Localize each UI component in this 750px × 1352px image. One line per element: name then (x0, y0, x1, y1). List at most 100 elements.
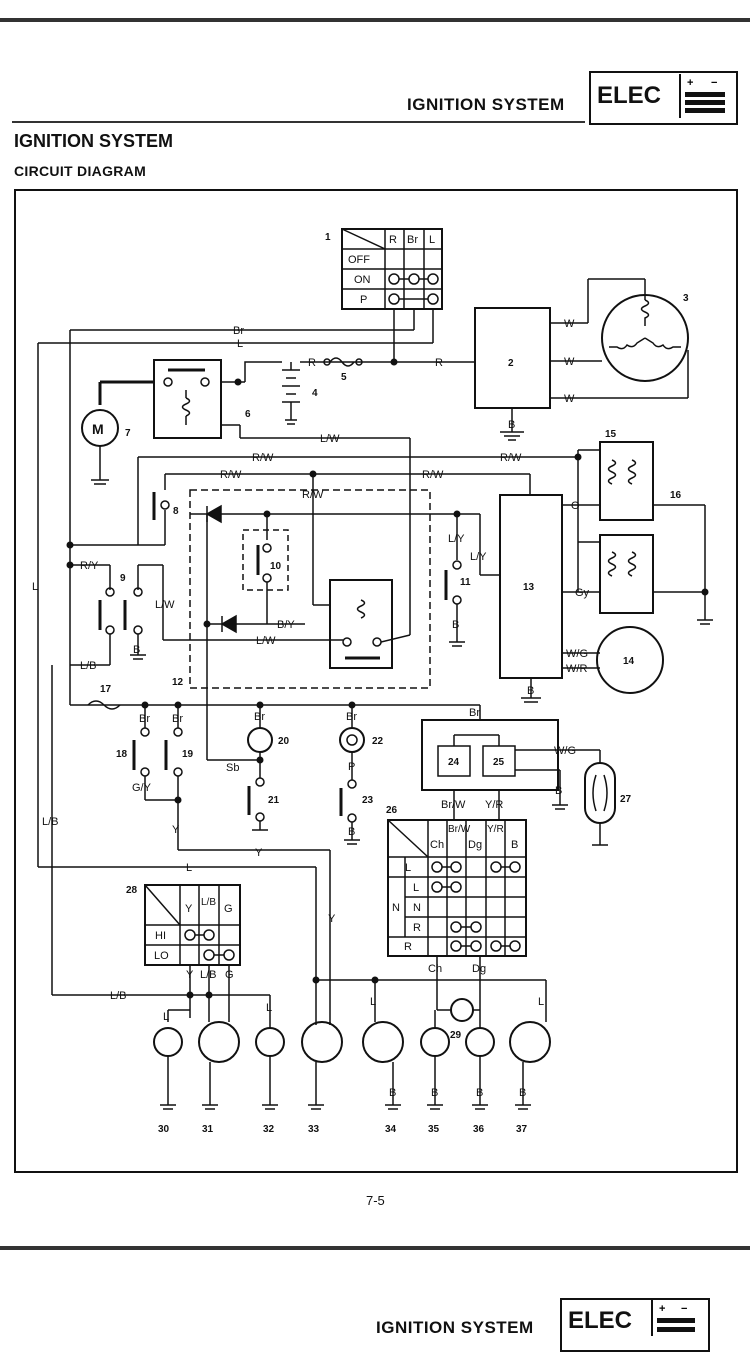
lights-row-1: L (405, 862, 411, 874)
num-37: 37 (516, 1124, 528, 1135)
elec-badge (589, 71, 738, 125)
lights-row-5: R (404, 941, 412, 953)
num-13: 13 (523, 582, 535, 593)
wire-label: W (564, 356, 575, 368)
wire-label: B (527, 685, 534, 697)
dimmer-row-hi: HI (155, 930, 166, 942)
num-23: 23 (362, 795, 374, 806)
wire-label: L (538, 996, 544, 1008)
num-28: 28 (126, 885, 138, 896)
wire-label: Y/R (485, 799, 503, 811)
num-35: 35 (428, 1124, 440, 1135)
wire-label: M (92, 421, 104, 437)
header-title: IGNITION SYSTEM (407, 95, 565, 114)
wire-label: L/W (256, 635, 276, 647)
dimmer-col-g: G (224, 903, 233, 915)
num-29: 29 (450, 1030, 462, 1041)
lights-row-2: L (413, 882, 419, 894)
num-5: 5 (341, 372, 347, 383)
wire-label: B (476, 1087, 483, 1099)
wire-label: L/W (320, 433, 340, 445)
circuit-diagram: R Br L OFF ON P Ch Br/W Dg Y/R B L L N R… (14, 189, 738, 1173)
lights-col-dg: Dg (468, 839, 482, 851)
battery-icon: + − (679, 74, 725, 118)
wire-label: R/W (252, 452, 274, 464)
wire-label: W/G (554, 745, 576, 757)
wire-label: L (370, 996, 376, 1008)
wire-label: B (555, 785, 562, 797)
main-switch-col-l: L (429, 234, 435, 246)
main-switch-col-r: R (389, 234, 397, 246)
wire-label: Br (254, 711, 265, 723)
wire-label: B (431, 1087, 438, 1099)
main-switch-row-p: P (360, 294, 367, 306)
wire-label: W (564, 393, 575, 405)
wire-label: R/W (500, 452, 522, 464)
lights-mid-label: N (392, 902, 400, 914)
wire-label: Br (139, 713, 150, 725)
num-14: 14 (623, 656, 635, 667)
next-elec-badge-label: ELEC (568, 1307, 633, 1334)
num-20: 20 (278, 736, 290, 747)
num-24: 24 (448, 757, 460, 768)
num-16: 16 (670, 490, 682, 501)
wire-label: L (186, 862, 192, 874)
lights-col-b: B (511, 839, 518, 851)
wire-label: R (435, 357, 443, 369)
wire-label: Y (186, 969, 194, 981)
wire-label: B (348, 826, 355, 838)
wire-label: Br (172, 713, 183, 725)
lights-row-4: R (413, 922, 421, 934)
wire-label: Y (328, 913, 336, 925)
dimmer-row-lo: LO (154, 950, 169, 962)
header-underline (12, 121, 585, 123)
wire-label: R/Y (80, 560, 99, 572)
dimmer-col-lb: L/B (201, 897, 216, 908)
num-6: 6 (245, 409, 251, 420)
num-15: 15 (605, 429, 617, 440)
next-battery-icon: + − (651, 1300, 695, 1336)
num-25: 25 (493, 757, 505, 768)
wire-label: W/R (566, 663, 587, 675)
wire-label: W/G (566, 648, 588, 660)
wire-label: L/B (80, 660, 97, 672)
num-11: 11 (460, 577, 471, 588)
wire-label: Dg (472, 963, 486, 975)
num-7: 7 (125, 428, 131, 439)
num-34: 34 (385, 1124, 397, 1135)
wire-label: Y (172, 824, 180, 836)
num-26: 26 (386, 805, 398, 816)
lights-col-ch: Ch (430, 839, 444, 851)
wire-label: W (564, 318, 575, 330)
wire-label: L (163, 1011, 169, 1023)
num-8: 8 (173, 506, 179, 517)
wire-label: R/W (422, 469, 444, 481)
num-4: 4 (312, 388, 318, 399)
num-18: 18 (116, 749, 128, 760)
num-30: 30 (158, 1124, 170, 1135)
svg-text:+: + (687, 77, 693, 89)
wire-label: L (237, 338, 243, 350)
subtitle: CIRCUIT DIAGRAM (14, 163, 147, 179)
num-36: 36 (473, 1124, 485, 1135)
wire-label: L (32, 581, 38, 593)
elec-badge-label: ELEC (597, 82, 662, 109)
main-switch-row-off: OFF (348, 254, 370, 266)
page-break-rule (0, 1246, 750, 1250)
wire-label: P (348, 761, 355, 773)
lights-col-yr: Y/R (487, 824, 504, 835)
wire-label: Br (346, 711, 357, 723)
wire-label: L/B (110, 990, 127, 1002)
wire-label: Br/W (441, 799, 466, 811)
num-31: 31 (202, 1124, 214, 1135)
next-page-header-title: IGNITION SYSTEM (376, 1318, 534, 1337)
wire-label: L/Y (470, 551, 487, 563)
lights-row-3: N (413, 902, 421, 914)
wire-label: Y (255, 847, 263, 859)
wire-label: L/B (42, 816, 59, 828)
wire-label: Ch (428, 963, 442, 975)
wire-label: R/W (302, 489, 324, 501)
num-17: 17 (100, 684, 112, 695)
num-19: 19 (182, 749, 194, 760)
num-1: 1 (325, 232, 331, 243)
